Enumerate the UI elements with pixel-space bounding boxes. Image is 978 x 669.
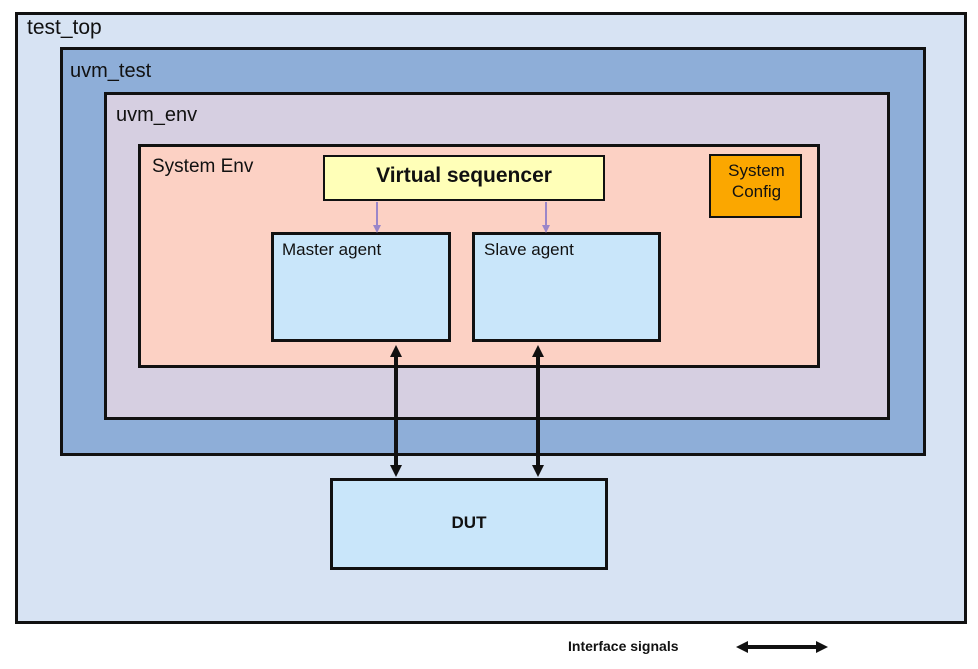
- uvm-test-label: uvm_test: [70, 60, 152, 82]
- dut-label: DUT: [451, 513, 487, 532]
- slave-agent-label: Slave agent: [484, 240, 574, 259]
- legend-interface-signals-label: Interface signals: [568, 638, 679, 654]
- master-agent-label: Master agent: [282, 240, 382, 259]
- system-env-label: System Env: [152, 156, 254, 177]
- system-config-label: System Config: [711, 160, 802, 202]
- system-config-box: [709, 154, 802, 218]
- virtual-sequencer-box: [323, 155, 605, 201]
- system-config-label-line1: System: [728, 161, 785, 180]
- master-agent-box: [271, 232, 451, 342]
- uvm-env-label: uvm_env: [116, 104, 198, 126]
- system-config-label-line2: Config: [731, 182, 782, 201]
- virtual-sequencer-label: Virtual sequencer: [376, 164, 552, 187]
- dut-box: [330, 478, 608, 570]
- slave-agent-box: [472, 232, 661, 342]
- test-top-label: test_top: [27, 16, 102, 39]
